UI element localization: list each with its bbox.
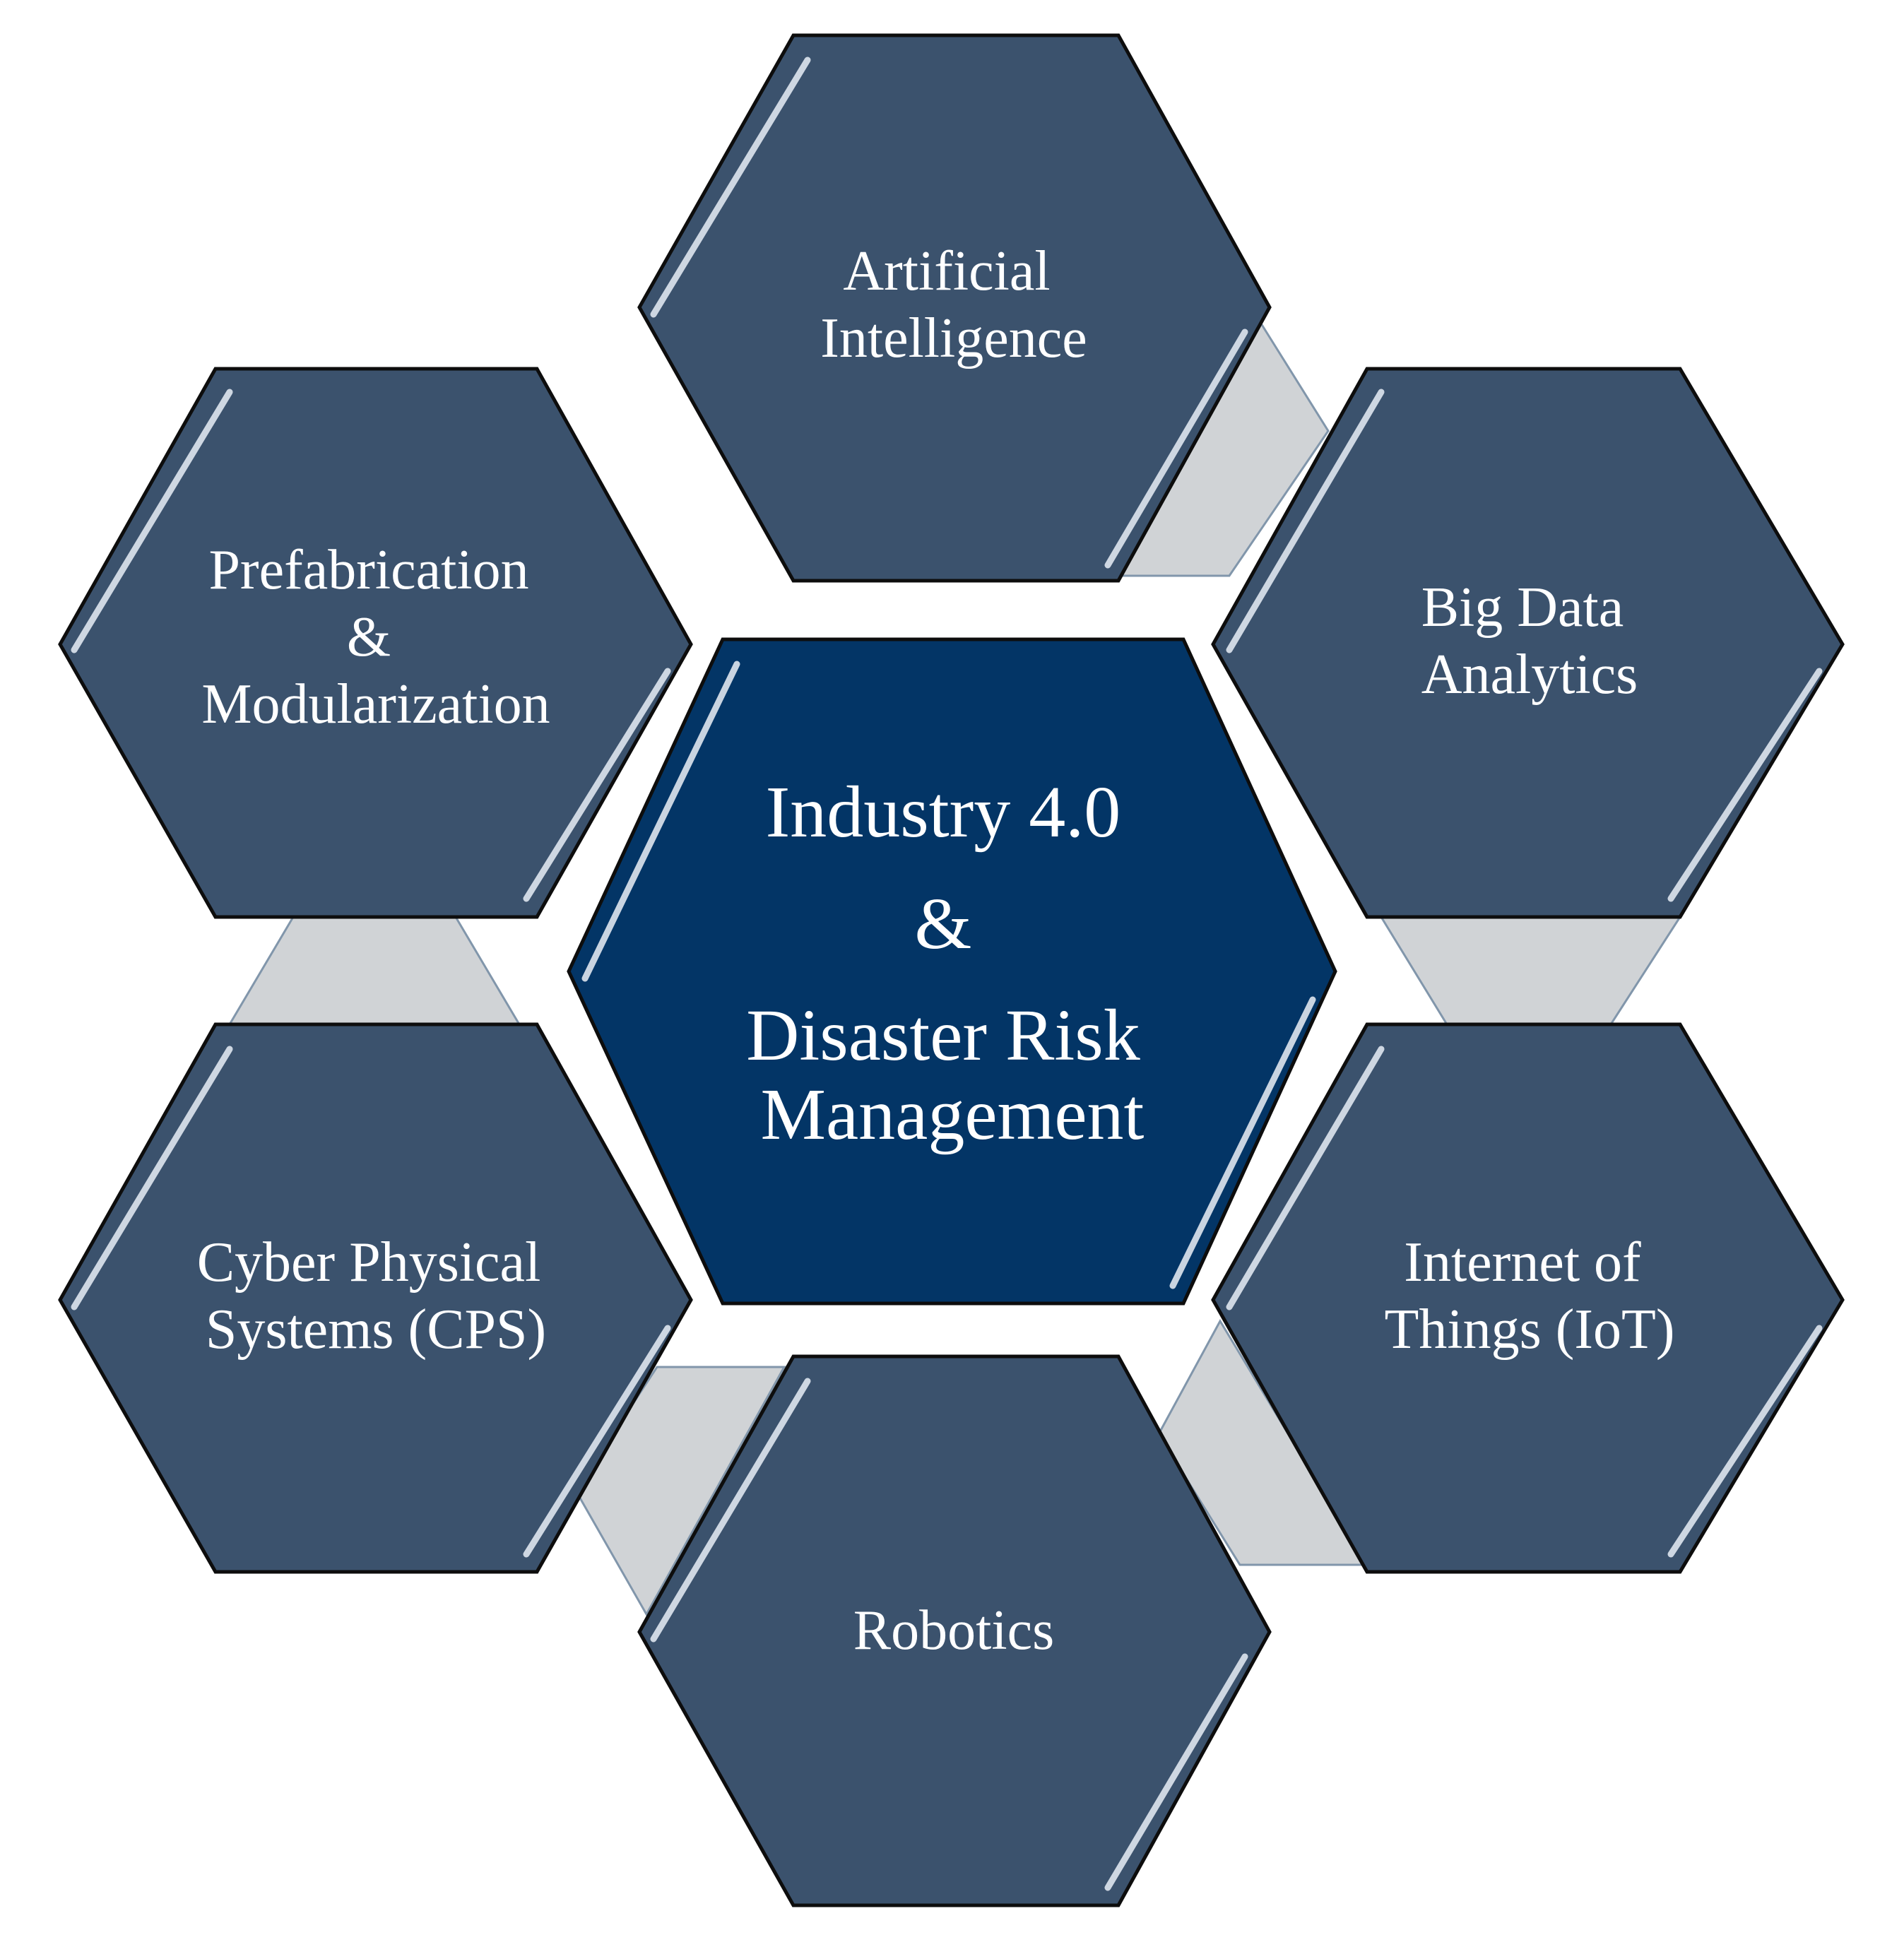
node-label: Big Data Analytics [1421,576,1638,706]
node-label: Prefabrication & Modularization [201,539,550,735]
connector-bigdata-iot [1379,916,1682,1026]
node-label: Robotics [853,1599,1054,1662]
hexagon-cyber-physical-systems: Cyber Physical Systems (CPS) [58,1022,693,1574]
node-label: Internet of Things (IoT) [1384,1231,1674,1361]
node-label: Cyber Physical Systems (CPS) [197,1231,555,1361]
hexagon-artificial-intelligence: Artificial Intelligence [637,33,1272,583]
connector-cps-prefab [227,916,521,1026]
hexagon-robotics: Robotics [637,1354,1272,1907]
hexagon-big-data-analytics: Big Data Analytics [1211,367,1845,919]
hexagon-center-industry-disaster: Industry 4.0 & Disaster Risk Management [567,637,1337,1306]
hexagon-prefabrication-modularization: Prefabrication & Modularization [58,367,693,919]
center-label: Industry 4.0 & Disaster Risk Management [746,771,1159,1155]
node-label: Artificial Intelligence [820,240,1087,369]
hexagon-internet-of-things: Internet of Things (IoT) [1211,1022,1845,1574]
